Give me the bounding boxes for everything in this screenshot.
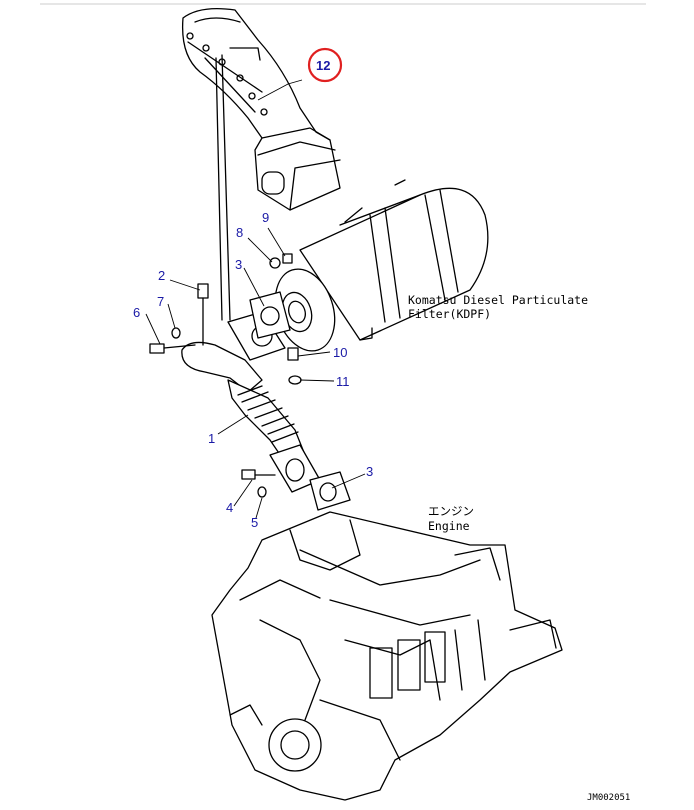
- leader-lines: [145, 79, 366, 519]
- intake-duct-12: [181, 7, 341, 321]
- bolts-washers: [149, 253, 302, 498]
- washer-5: [257, 486, 267, 498]
- engine-label-jp: エンジン: [428, 504, 474, 518]
- bolt-4: [241, 469, 256, 480]
- callout-7: 7: [157, 294, 164, 309]
- bolt-6: [149, 343, 165, 354]
- figure-code: JM002051: [587, 793, 630, 803]
- engine-label-en: Engine: [428, 519, 470, 533]
- washer-7: [171, 327, 181, 339]
- engine-block: [211, 511, 563, 801]
- kdpf-label-line1: Komatsu Diesel Particulate: [408, 293, 588, 307]
- bellows-pipe-1: [181, 341, 351, 511]
- washer-8: [269, 257, 281, 269]
- callout-11: 11: [336, 374, 350, 389]
- callout-5: 5: [251, 515, 258, 530]
- callout-2: 2: [158, 268, 165, 283]
- kdpf-label-line2: Filter(KDPF): [408, 307, 491, 321]
- callout-12: 12: [316, 58, 330, 73]
- nut-9: [282, 253, 293, 264]
- callout-1: 1: [208, 431, 215, 446]
- callout-6: 6: [133, 305, 140, 320]
- callout-9: 9: [262, 210, 269, 225]
- bolt-10: [287, 347, 299, 361]
- washer-11: [288, 375, 302, 385]
- highlight-circle-12: [307, 47, 343, 83]
- callout-4: 4: [226, 500, 233, 515]
- callout-8: 8: [236, 225, 243, 240]
- callout-10: 10: [333, 345, 347, 360]
- callout-3-lower: 3: [366, 464, 373, 479]
- callout-3-upper: 3: [235, 257, 242, 272]
- flange-gasket-upper: [227, 291, 291, 361]
- bolt-2: [197, 283, 209, 299]
